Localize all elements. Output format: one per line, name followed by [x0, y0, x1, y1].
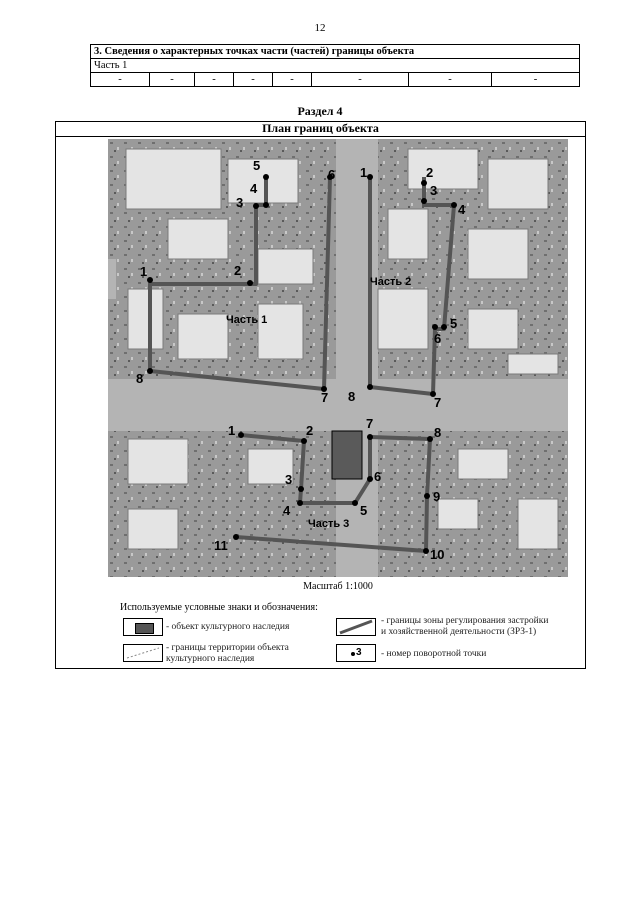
- point-label: 1: [360, 165, 367, 180]
- part2-boundary: [368, 177, 456, 396]
- point-label: 3: [285, 472, 292, 487]
- turn-point: [367, 174, 373, 180]
- turn-point: [427, 436, 433, 442]
- turn-point: [247, 280, 253, 286]
- turn-point: [233, 534, 239, 540]
- territory-boundary-symbol: [123, 644, 163, 662]
- point-label: 2: [234, 263, 241, 278]
- table-cell: -: [149, 72, 195, 87]
- turn-point: [367, 384, 373, 390]
- turn-point: [147, 368, 153, 374]
- turn-point: [421, 180, 427, 186]
- point-label: 1: [140, 264, 147, 279]
- plan-frame: [55, 121, 586, 669]
- legend-text-line: - границы зоны регулирования застройки: [381, 616, 549, 626]
- table-part-label: Часть 1: [90, 58, 580, 73]
- point-label: 1: [228, 423, 235, 438]
- turn-point: [263, 202, 269, 208]
- turn-point: [441, 324, 447, 330]
- point-label: 9: [433, 489, 440, 504]
- turn-point: [432, 324, 438, 330]
- turn-point-symbol: 3: [336, 644, 376, 662]
- turn-point: [253, 203, 259, 209]
- part3-label: Часть 3: [308, 518, 349, 530]
- turn-point: [430, 391, 436, 397]
- point-label: 7: [321, 390, 328, 405]
- turn-point: [297, 500, 303, 506]
- point-label: 5: [450, 316, 457, 331]
- turn-point: [327, 174, 333, 180]
- table-cell: -: [233, 72, 273, 87]
- table-row: - - - - - - - -: [90, 72, 580, 87]
- heritage-object-symbol: [123, 618, 163, 636]
- legend-text: - объект культурного наследия: [166, 622, 290, 632]
- buildings: [125, 148, 559, 550]
- point-label: 10: [430, 547, 444, 562]
- turn-point: [321, 386, 327, 392]
- turn-point: [423, 548, 429, 554]
- point-label: 3: [236, 195, 243, 210]
- table-cell: -: [311, 72, 409, 87]
- turn-point-symbol-label: 3: [356, 647, 362, 658]
- turn-point: [367, 476, 373, 482]
- part1-label: Часть 1: [226, 314, 267, 326]
- legend-text: - номер поворотной точки: [381, 649, 487, 659]
- table-header: 3. Сведения о характерных точках части (…: [90, 44, 580, 59]
- turn-point: [238, 432, 244, 438]
- turn-point: [352, 500, 358, 506]
- point-label: 11: [214, 538, 228, 553]
- turn-point: [147, 277, 153, 283]
- map-scale: Масштаб 1:1000: [303, 581, 373, 592]
- point-label: 8: [136, 371, 143, 386]
- table-cell: -: [90, 72, 150, 87]
- heritage-object: [331, 430, 363, 480]
- point-label: 8: [434, 425, 441, 440]
- turn-point: [301, 438, 307, 444]
- table-cell: -: [272, 72, 312, 87]
- turn-point: [298, 486, 304, 492]
- point-label: 5: [360, 503, 367, 518]
- point-label: 6: [434, 331, 441, 346]
- turn-point: [263, 174, 269, 180]
- table-cell: -: [491, 72, 580, 87]
- point-label: 4: [458, 202, 466, 217]
- point-label: 7: [366, 416, 373, 431]
- table-cell: -: [408, 72, 492, 87]
- boundary-map: Часть 1 Часть 2 Часть 3 1 2 3 4 5 6 7 8 …: [108, 139, 568, 577]
- legend-title: Используемые условные знаки и обозначени…: [120, 602, 318, 613]
- turn-point: [424, 493, 430, 499]
- section-title: Раздел 4: [297, 104, 343, 118]
- table-cell: -: [194, 72, 234, 87]
- legend-text-line: и хозяйственной деятельности (ЗРЗ-1): [381, 627, 537, 637]
- legend-text-line: культурного наследия: [166, 654, 255, 664]
- point-label: 3: [430, 183, 437, 198]
- point-label: 4: [250, 181, 258, 196]
- legend-text: - границы территории объекта культурного…: [166, 643, 289, 665]
- point-label: 6: [374, 469, 381, 484]
- turn-point: [367, 434, 373, 440]
- turn-point: [421, 198, 427, 204]
- point-label: 4: [283, 503, 291, 518]
- legend-text-line: - границы территории объекта: [166, 643, 289, 653]
- points-table: 3. Сведения о характерных точках части (…: [90, 44, 580, 87]
- part2-label: Часть 2: [370, 276, 411, 288]
- legend-text: - границы зоны регулирования застройки и…: [381, 616, 548, 638]
- point-label: 2: [426, 165, 433, 180]
- turn-point: [451, 202, 457, 208]
- point-label: 8: [348, 389, 355, 404]
- point-label: 2: [306, 423, 313, 438]
- point-label: 6: [328, 167, 335, 182]
- plan-title: План границ объекта: [55, 121, 586, 137]
- point-label: 5: [253, 158, 260, 173]
- page-number: 12: [314, 22, 326, 34]
- zone-boundary-symbol: [336, 618, 376, 636]
- point-label: 7: [434, 395, 441, 410]
